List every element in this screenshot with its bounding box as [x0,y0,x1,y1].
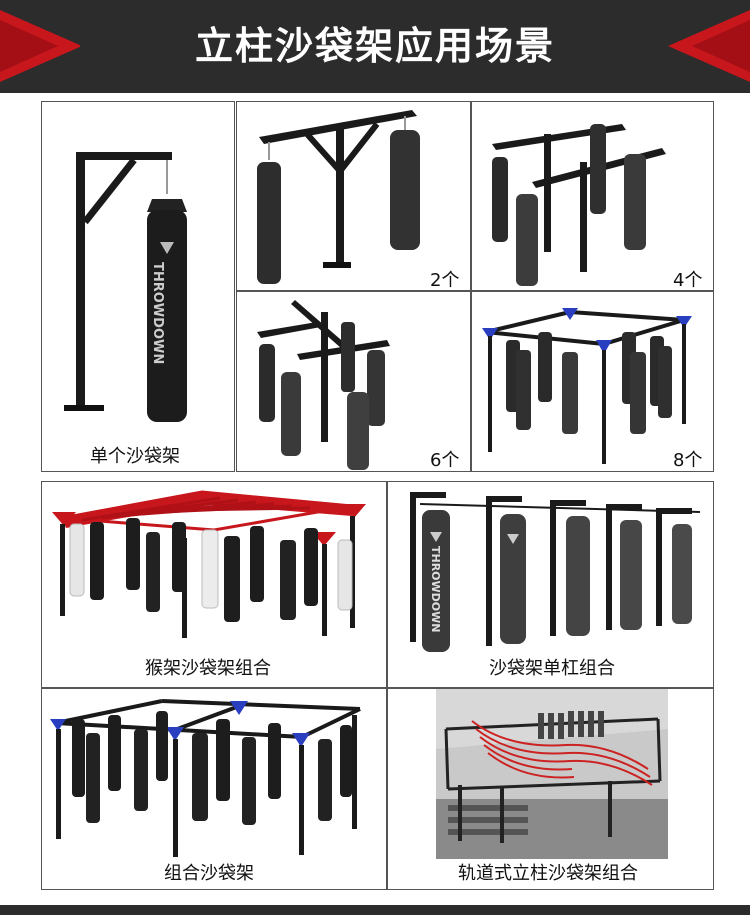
monkey-bar-illustration [52,490,366,638]
header-banner: 立柱沙袋架应用场景 [0,0,750,93]
panel-monkey-bar-combo: 猴架沙袋架组合 [41,481,387,688]
caption-track: 轨道式立柱沙袋架组合 [458,863,638,884]
count-eight: 8个 [673,450,703,471]
page-title: 立柱沙袋架应用场景 [194,24,555,68]
combo-stand-illustration [50,699,361,857]
panel-two-bags: 2个 [236,101,471,291]
track-combo-illustration [436,689,668,859]
single-bar-combo-illustration: THROWDOWN [410,492,701,652]
count-two: 2个 [430,270,460,291]
brand-label: THROWDOWN [150,262,165,364]
panel-combo-stand: 组合沙袋架 [41,688,387,890]
panel-four-bags: 4个 [471,101,714,291]
caption-single-bar: 沙袋架单杠组合 [489,658,615,679]
left-arrow-decoration [0,10,80,82]
panel-six-bags: 6个 [236,291,471,472]
panel-eight-bags: 8个 [471,291,714,472]
count-six: 6个 [430,450,460,471]
count-four: 4个 [673,270,703,291]
panel-single-stand: THROWDOWN 单个沙袋架 [41,101,235,472]
caption-monkey-bar: 猴架沙袋架组合 [145,658,271,679]
brand-label-bar: THROWDOWN [429,546,442,633]
caption-combo: 组合沙袋架 [164,863,254,884]
panel-single-bar-combo: THROWDOWN 沙袋架单杠组合 [387,481,714,688]
footer-bar [0,905,750,915]
single-stand-illustration: THROWDOWN [64,152,187,422]
eight-bag-stand-illustration [482,308,692,464]
panel-track-combo: 轨道式立柱沙袋架组合 [387,688,714,890]
two-bag-stand-illustration [257,110,420,284]
four-bag-stand-illustration [492,124,666,286]
six-bag-stand-illustration [257,300,390,470]
right-arrow-decoration [668,10,750,82]
caption-single: 单个沙袋架 [90,446,180,467]
